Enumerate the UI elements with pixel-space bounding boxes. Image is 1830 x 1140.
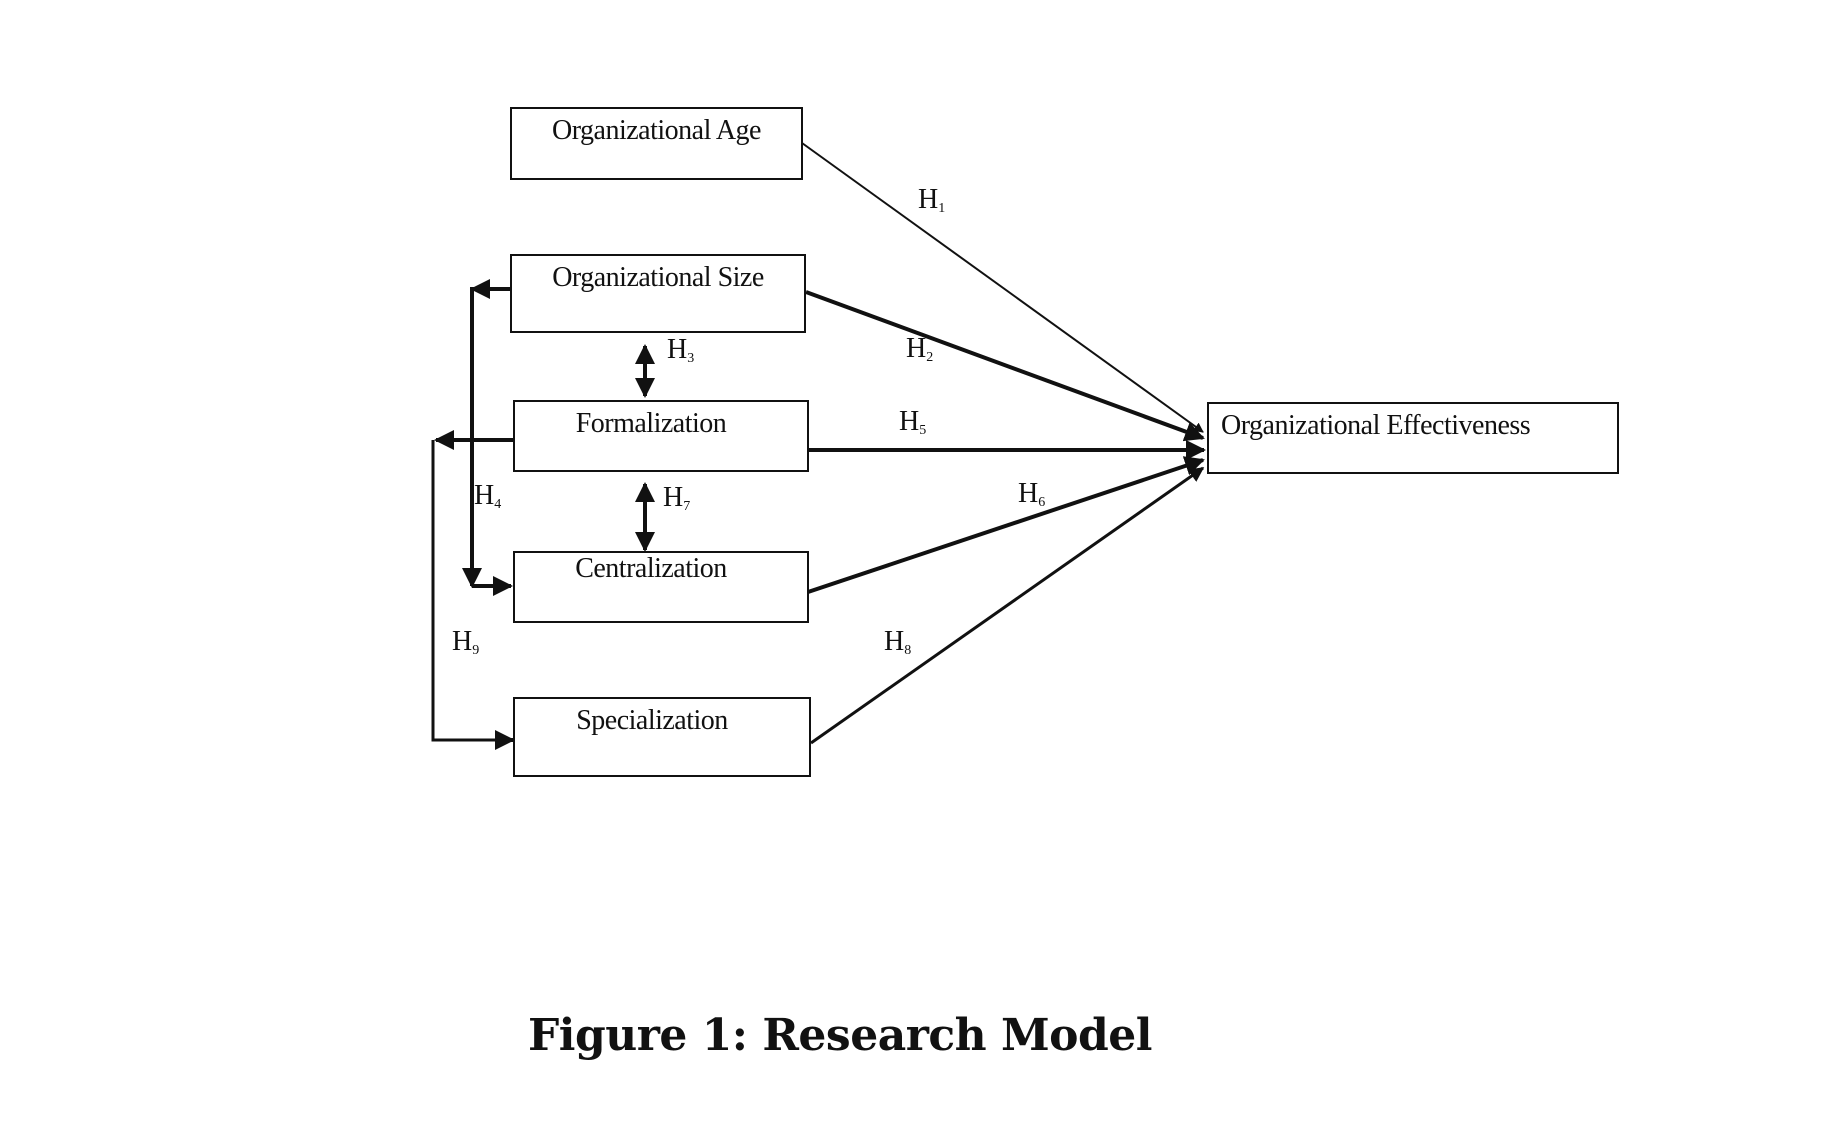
edge-h2 [805, 290, 1205, 442]
h-number: 6 [1038, 495, 1046, 510]
label-h4: H4 [474, 482, 501, 512]
node-organizational-effectiveness: Organizational Effectiveness [1207, 402, 1619, 474]
label-h9: H9 [452, 628, 479, 658]
edge-h8 [810, 466, 1205, 745]
figure-caption: Figure 1: Research Model [0, 1010, 1830, 1061]
label-h7: H7 [663, 484, 690, 514]
h-number: 7 [683, 499, 691, 514]
h-letter: H [918, 184, 939, 215]
h-letter: H [884, 626, 905, 657]
h-letter: H [899, 406, 920, 437]
node-label: Centralization [575, 553, 727, 584]
h-number: 3 [687, 351, 695, 366]
node-label: Specialization [576, 705, 728, 736]
h-letter: H [1018, 478, 1039, 509]
node-label: Organizational Effectiveness [1221, 410, 1531, 441]
h-letter: H [474, 480, 495, 511]
label-h1: H1 [918, 186, 945, 216]
label-h2: H2 [906, 335, 933, 365]
node-label: Organizational Age [552, 115, 761, 146]
edge-h1 [801, 142, 1204, 433]
h-letter: H [452, 626, 473, 657]
caption-text: Figure 1: Research Model [527, 1010, 1153, 1061]
node-specialization: Specialization [513, 697, 811, 777]
node-label: Formalization [575, 408, 727, 439]
h-letter: H [667, 334, 688, 365]
edge-h9 [431, 430, 515, 750]
h-number: 4 [494, 497, 502, 512]
h-number: 8 [904, 643, 912, 658]
h-letter: H [906, 333, 927, 364]
edge-h6 [807, 456, 1205, 594]
h-number: 1 [938, 201, 946, 216]
node-centralization: Centralization [513, 551, 809, 623]
label-h3: H3 [667, 336, 694, 366]
label-h8: H8 [884, 628, 911, 658]
label-h6: H6 [1018, 480, 1045, 510]
h-number: 5 [919, 423, 927, 438]
node-formalization: Formalization [513, 400, 809, 472]
node-label: Organizational Size [552, 262, 764, 293]
h-letter: H [663, 482, 684, 513]
node-organizational-size: Organizational Size [510, 254, 806, 333]
edge-h4 [462, 279, 513, 596]
h-number: 9 [472, 643, 480, 658]
label-h5: H5 [899, 408, 926, 438]
node-organizational-age: Organizational Age [510, 107, 803, 180]
h-number: 2 [926, 350, 934, 365]
